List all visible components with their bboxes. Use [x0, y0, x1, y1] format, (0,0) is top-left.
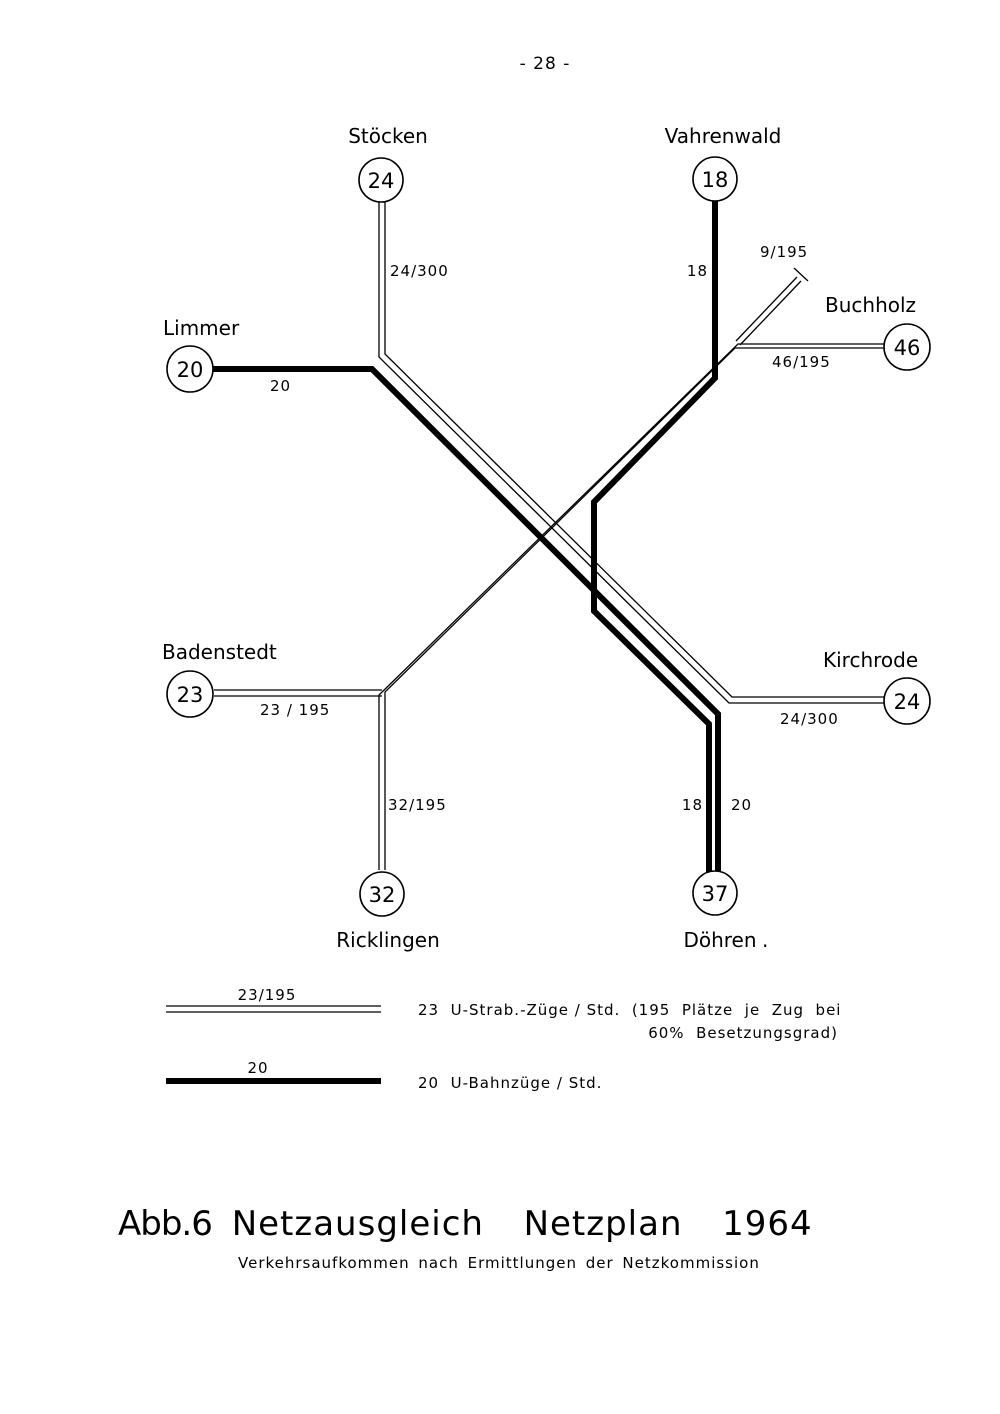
ubahn-lines: [213, 201, 721, 872]
station-name-kirchrode: Kirchrode: [823, 648, 918, 672]
station-name-ricklingen: Ricklingen: [336, 928, 440, 952]
caption-title: Netzausgleich Netzplan 1964: [231, 1204, 813, 1244]
tram-line-stoecken-kirchrode-2: [384, 202, 884, 698]
line-label-branch: 9/195: [760, 243, 808, 261]
legend-ubahn-text: 20 U-Bahnzüge / Std.: [418, 1074, 602, 1092]
legend: [166, 1005, 381, 1084]
figure-subcaption: Verkehrsaufkommen nach Ermittlungen der …: [238, 1254, 760, 1272]
station-circle-ricklingen: [359, 871, 405, 917]
station-name-buchholz: Buchholz: [825, 293, 916, 317]
tram-line-ricklingen-buchholz: [378, 343, 884, 870]
line-label-vahrenwald: 18: [687, 262, 708, 280]
line-label-doehren-left: 18: [682, 796, 703, 814]
figure-caption: Abb.6 Netzausgleich Netzplan 1964: [118, 1204, 813, 1244]
line-label-badenstedt: 23 / 195: [260, 701, 330, 719]
line-label-kirchrode: 24/300: [780, 710, 839, 728]
station-value-limmer: 20: [177, 358, 204, 382]
tram-lines: [214, 202, 884, 870]
tram-line-ricklingen-buchholz-2: [384, 347, 884, 870]
station-circle-vahrenwald: [692, 156, 738, 202]
branch-end-stub: [793, 267, 809, 282]
station-value-kirchrode: 24: [894, 690, 921, 714]
station-circle-buchholz: [883, 323, 931, 371]
line-label-ricklingen: 32/195: [388, 796, 447, 814]
station-circle-stoecken: [358, 157, 404, 203]
ubahn-line-limmer-doehren: [213, 366, 721, 872]
station-name-limmer: Limmer: [163, 316, 240, 340]
station-value-badenstedt: 23: [177, 683, 204, 707]
station-value-doehren: 37: [702, 882, 729, 906]
legend-ubahn-sample-label: 20: [247, 1059, 268, 1077]
station-value-vahrenwald: 18: [702, 168, 729, 192]
page-number: - 28 -: [519, 54, 571, 74]
station-name-doehren-dot: .: [762, 928, 768, 952]
caption-figure-number: Abb.6: [118, 1204, 213, 1244]
line-label-limmer: 20: [270, 377, 291, 395]
tram-line-stoecken-kirchrode: [378, 202, 884, 704]
station-name-badenstedt: Badenstedt: [162, 640, 277, 664]
station-value-buchholz: 46: [894, 336, 921, 360]
station-name-doehren: Döhren: [683, 928, 756, 952]
station-circle-limmer: [166, 345, 214, 393]
legend-tram-sample-label: 23/195: [238, 986, 297, 1004]
legend-tram-text-line1: 23 U-Strab.-Züge / Std. (195 Plätze je Z…: [418, 1001, 841, 1019]
station-circle-doehren: [692, 870, 738, 916]
line-label-stoecken: 24/300: [390, 262, 449, 280]
tram-line-branch: [735, 276, 798, 342]
legend-tram-text-line2: 60% Besetzungsgrad): [648, 1024, 838, 1042]
station-circles: [166, 156, 931, 917]
station-circle-kirchrode: [883, 677, 931, 725]
ubahn-line-vahrenwald-doehren: [591, 201, 718, 872]
tram-line-branch-2: [739, 280, 802, 346]
line-label-doehren-right: 20: [731, 796, 752, 814]
station-circle-badenstedt: [166, 670, 214, 718]
station-value-ricklingen: 32: [369, 883, 396, 907]
station-value-stoecken: 24: [368, 169, 395, 193]
line-label-buchholz: 46/195: [772, 353, 831, 371]
station-name-stoecken: Stöcken: [348, 124, 428, 148]
station-name-vahrenwald: Vahrenwald: [665, 124, 782, 148]
